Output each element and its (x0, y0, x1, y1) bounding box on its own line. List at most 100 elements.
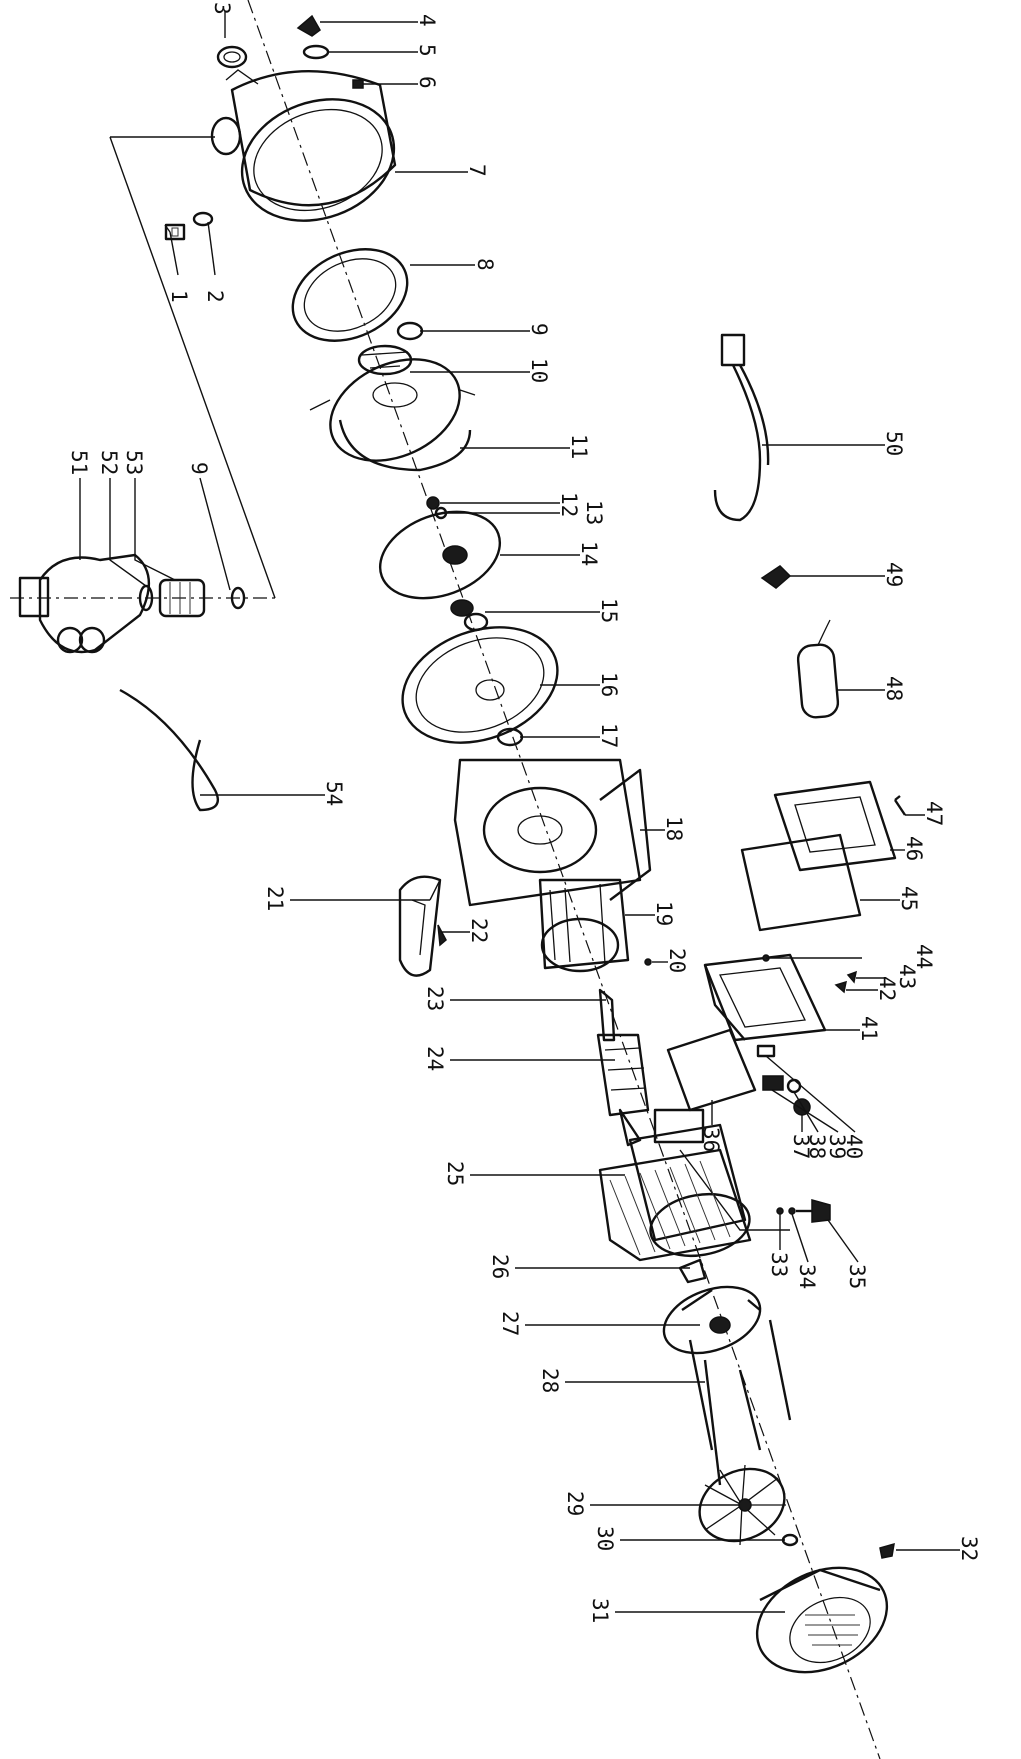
part-47-screw (894, 795, 906, 816)
construction-line-outlet (109, 136, 276, 599)
part-42-screw (834, 980, 847, 994)
construction-line-terminal (679, 1149, 790, 1231)
label-21: 21 (263, 886, 287, 911)
label-2: 2 (203, 290, 227, 303)
label-16: 16 (597, 672, 621, 697)
part-50-power-cable (713, 333, 770, 522)
label-40: 40 (842, 1134, 866, 1159)
label-27: 27 (498, 1311, 522, 1336)
label-9a: 9 (527, 323, 551, 336)
label-41: 41 (857, 1016, 881, 1041)
label-49: 49 (882, 562, 906, 587)
part-20-pin (644, 958, 652, 966)
part-number-labels: 1 2 3 4 5 6 7 8 9 10 11 12 13 14 15 16 1… (67, 2, 981, 1623)
part-2-o-ring (192, 211, 214, 227)
label-42: 42 (875, 976, 899, 1001)
label-25: 25 (443, 1161, 467, 1186)
part-53-union-nut (158, 578, 206, 618)
label-53: 53 (122, 450, 146, 475)
part-34-nut (788, 1207, 796, 1215)
label-9b: 9 (187, 462, 211, 475)
label-46: 46 (902, 836, 926, 861)
part-48-capacitor (796, 619, 840, 719)
part-12-nut (426, 496, 440, 510)
part-36-gasket (666, 1028, 757, 1112)
part-29-fan (698, 1464, 786, 1546)
part-27-end-shield (662, 1285, 762, 1355)
label-39: 39 (825, 1134, 849, 1159)
part-49-cable-clamp (760, 565, 792, 589)
part-35-terminal-screw (796, 1199, 831, 1223)
label-30: 30 (593, 1526, 617, 1551)
part-33-washer (776, 1207, 784, 1215)
leader-lines (79, 12, 960, 1613)
label-6: 6 (415, 76, 439, 89)
label-48: 48 (882, 676, 906, 701)
part-19-stator (538, 878, 630, 973)
part-15-mechanical-seal (450, 599, 489, 632)
label-33: 33 (767, 1252, 791, 1277)
part-30-circlip (781, 1533, 799, 1547)
part-1-valve-fitting (164, 223, 186, 241)
label-24: 24 (423, 1046, 447, 1071)
part-22-screw (437, 924, 447, 947)
part-31-fan-cover (755, 1566, 889, 1674)
label-45: 45 (897, 886, 921, 911)
part-14-impeller (378, 510, 502, 600)
label-3: 3 (210, 2, 234, 15)
part-26-wave-washer (678, 1258, 707, 1284)
part-21-handle (398, 875, 442, 977)
part-3-plug (216, 45, 248, 69)
label-14: 14 (577, 541, 601, 566)
part-41-terminal-box (703, 953, 827, 1042)
label-50: 50 (882, 431, 906, 456)
label-28: 28 (538, 1368, 562, 1393)
part-28-tie-rods (688, 1319, 792, 1486)
label-51: 51 (67, 450, 91, 475)
part-6-screw (352, 79, 364, 89)
part-43-screw (846, 970, 858, 984)
label-29: 29 (563, 1491, 587, 1516)
label-37: 37 (789, 1134, 813, 1159)
part-4-priming-plug (296, 14, 321, 37)
part-25-motor-body (598, 1108, 752, 1262)
label-15: 15 (597, 598, 621, 623)
part-18-bracket (453, 758, 652, 907)
part-40-plate (756, 1044, 776, 1058)
part-38-nut (786, 1078, 802, 1094)
label-44: 44 (912, 944, 936, 969)
label-10: 10 (527, 358, 551, 383)
part-5-o-ring (302, 44, 330, 60)
label-43: 43 (895, 964, 919, 989)
label-54: 54 (322, 781, 346, 806)
part-39-terminal-block (762, 1075, 784, 1091)
part-9b-o-ring (230, 586, 246, 610)
part-45-cover-gasket (740, 833, 862, 932)
label-13: 13 (582, 500, 606, 525)
label-38: 38 (805, 1134, 829, 1159)
label-1: 1 (167, 290, 191, 303)
label-17: 17 (597, 723, 621, 748)
label-5: 5 (415, 44, 439, 57)
part-23-shaft-and-24-rotor (596, 988, 650, 1147)
label-36: 36 (699, 1127, 723, 1152)
label-47: 47 (922, 801, 946, 826)
part-8-ring (291, 248, 409, 342)
label-23: 23 (423, 986, 447, 1011)
label-22: 22 (467, 918, 491, 943)
label-12: 12 (557, 492, 581, 517)
part-51-outlet-fitting (18, 553, 151, 654)
label-26: 26 (488, 1254, 512, 1279)
label-35: 35 (845, 1264, 869, 1289)
label-31: 31 (588, 1598, 612, 1623)
label-19: 19 (652, 901, 676, 926)
label-11: 11 (567, 434, 591, 459)
part-54-cable (119, 688, 220, 812)
part-11-diffuser (309, 358, 476, 472)
label-32: 32 (957, 1536, 981, 1561)
label-18: 18 (662, 816, 686, 841)
label-34: 34 (795, 1264, 819, 1289)
label-20: 20 (665, 948, 689, 973)
part-7-pump-casing (210, 69, 397, 222)
